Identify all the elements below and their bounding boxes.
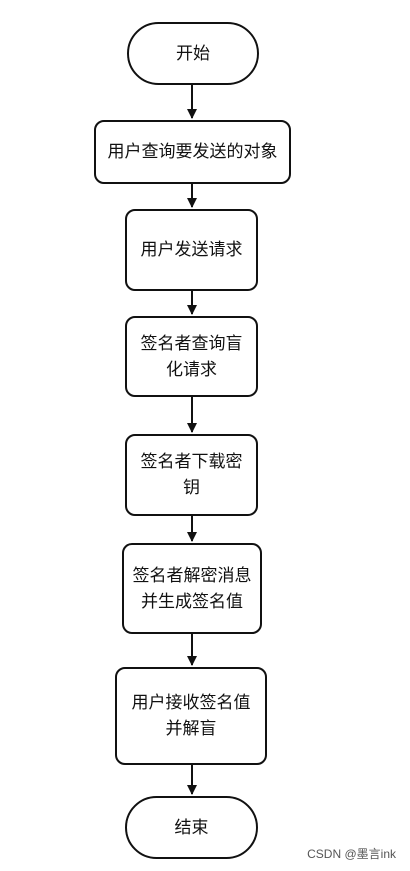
step-download-key: 签名者下载密 钥 [125, 434, 258, 516]
step-query-target-label: 用户查询要发送的对象 [107, 142, 278, 162]
end-node: 结束 [125, 796, 258, 859]
start-node: 开始 [127, 22, 259, 85]
step-decrypt-sign-label: 签名者解密消息 并生成签名值 [132, 565, 252, 612]
step-decrypt-sign: 签名者解密消息 并生成签名值 [122, 543, 262, 634]
step-query-target: 用户查询要发送的对象 [94, 120, 291, 184]
step-query-blind-request-label: 签名者查询盲 化请求 [140, 333, 243, 380]
end-label: 结束 [174, 817, 209, 838]
start-label: 开始 [176, 43, 210, 64]
step-receive-unblind-label: 用户接收签名值 并解盲 [131, 693, 251, 739]
step-query-blind-request: 签名者查询盲 化请求 [125, 316, 258, 397]
step-send-request: 用户发送请求 [125, 209, 258, 291]
step-download-key-label: 签名者下载密 钥 [140, 452, 243, 498]
watermark: CSDN @墨言ink [307, 847, 396, 861]
step-receive-unblind: 用户接收签名值 并解盲 [115, 667, 267, 765]
step-send-request-label: 用户发送请求 [140, 240, 243, 260]
